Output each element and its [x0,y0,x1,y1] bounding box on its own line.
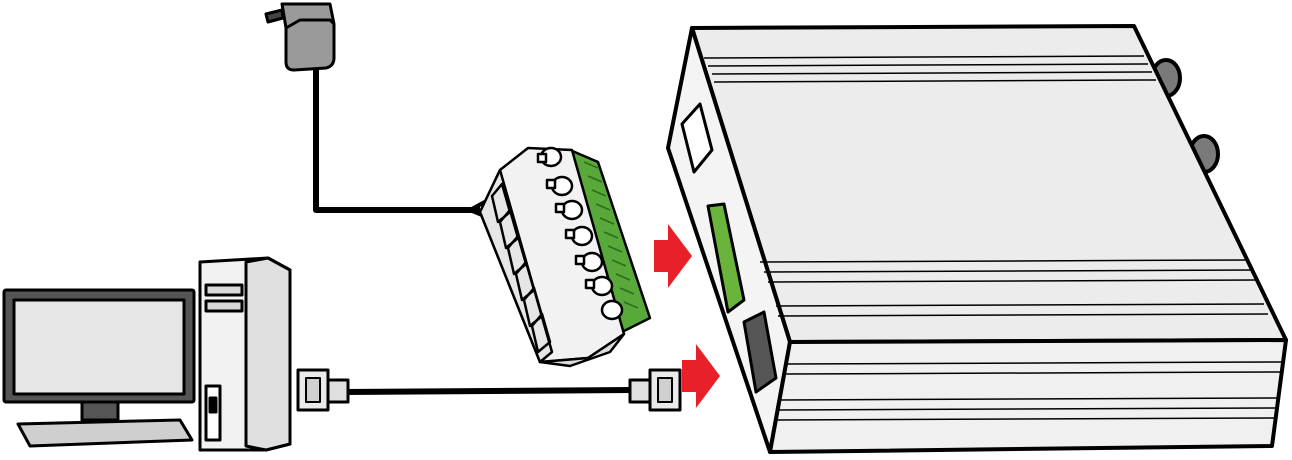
terminal-screws [539,146,624,321]
power-cable [313,70,480,213]
device [666,24,1288,454]
monitor-screen [12,298,186,396]
power-adapter [264,2,495,222]
panel-window [680,102,714,174]
serial-cable [296,368,682,412]
arrow-serial-to-device [682,344,720,408]
power-switch [208,396,218,414]
insert-arrows [654,224,720,408]
arrow-terminal-to-device [654,224,692,288]
terminal-block-connector [478,146,652,368]
status-led-panel [706,202,746,314]
keyboard [16,418,194,448]
plug-prongs [264,8,285,24]
device-side [768,338,1288,454]
drive-bay-2 [204,299,244,313]
serial-cable-line [345,387,633,395]
drive-bay-1 [204,283,244,297]
monitor-neck [80,400,120,422]
adapter-body [280,2,336,72]
serial-port [742,310,778,394]
desktop-computer [2,256,292,452]
